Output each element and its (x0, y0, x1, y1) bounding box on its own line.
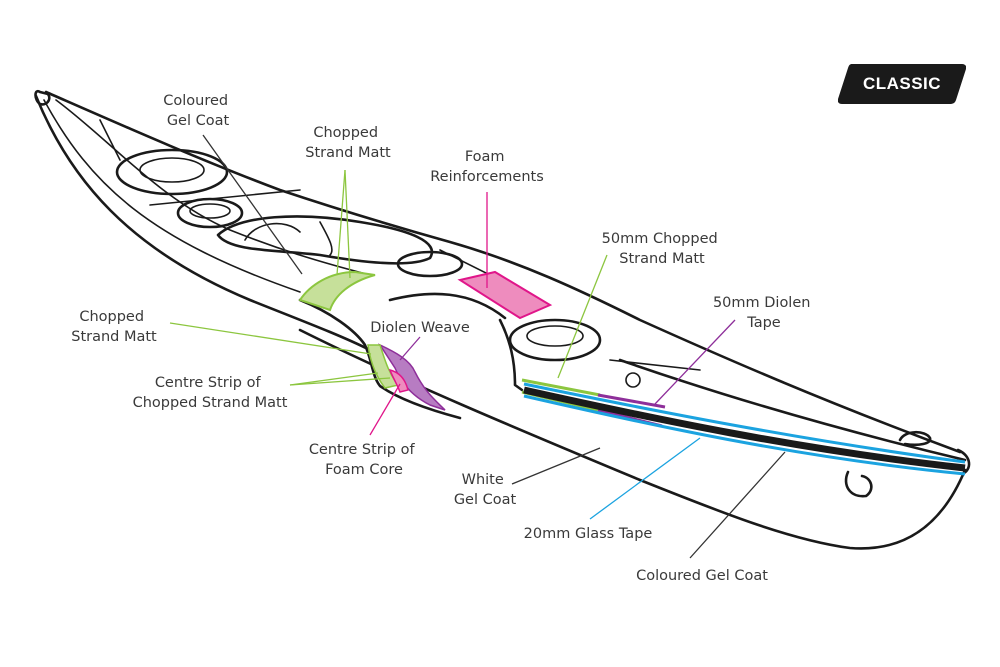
classic-badge-shape (838, 64, 966, 104)
rear-hatch-spokes (139, 157, 205, 183)
leader-csm-top-a (336, 169, 346, 276)
label-foam-reinforcements: Foam Reinforcements (430, 149, 544, 185)
leader-coloured-gel-coat-top (202, 134, 303, 275)
interior-bottom (388, 292, 507, 320)
bow-toggle (898, 430, 932, 447)
seat (244, 222, 301, 241)
front-hatch-spokes (526, 325, 584, 347)
round-hatch (396, 250, 464, 278)
deck-lines (99, 119, 701, 371)
leader-diolen-weave (399, 336, 421, 361)
leader-coloured-gel-coat-bottom (689, 451, 786, 559)
label-centre-strip-foam: Centre Strip of Foam Core (309, 442, 419, 478)
label-diolen-tape-50mm: 50mm Diolen Tape (713, 295, 815, 331)
leader-csm-50mm (557, 254, 608, 379)
label-csm-left: Chopped Strand Matt (71, 309, 157, 345)
leader-csm-top-b (344, 169, 351, 279)
leader-centre-csm-b (289, 377, 391, 386)
deck-edge-top (44, 90, 962, 454)
label-csm-top: Chopped Strand Matt (305, 125, 391, 161)
keel-diolen-strip (597, 393, 666, 409)
label-coloured-gel-coat-top: Coloured Gel Coat (163, 93, 232, 129)
leader-csm-left (169, 322, 372, 355)
labels: Coloured Gel Coat Chopped Strand Matt Fo… (71, 93, 815, 584)
csm-band-fill (298, 270, 376, 312)
kayak-hull (34, 89, 971, 550)
bow-top-edge (618, 358, 967, 462)
keel-glass-tape-top (523, 382, 966, 464)
cutaway-edge (298, 298, 462, 420)
cockpit-inner (319, 221, 333, 256)
bow-skeg-loop (844, 470, 873, 498)
keel-line-stern (34, 94, 372, 352)
leader-glass-tape-20mm (589, 437, 701, 520)
leader-lines (169, 134, 786, 559)
keel-gel-coat (523, 386, 966, 472)
foam-band-fill (457, 270, 553, 320)
compass-mount (625, 372, 641, 388)
deck-fittings (99, 119, 701, 388)
label-diolen-weave: Diolen Weave (370, 320, 470, 336)
label-white-gel-coat: White Gel Coat (454, 472, 517, 508)
leader-white-gel-coat (511, 447, 601, 485)
rear-hatch (115, 148, 229, 196)
hull-bottom-bow (298, 328, 967, 550)
cockpit-rim (216, 215, 434, 265)
front-hatch (508, 318, 602, 362)
leader-centre-csm-a (289, 372, 379, 386)
label-glass-tape-20mm: 20mm Glass Tape (524, 526, 653, 542)
cutaway-right (498, 318, 524, 392)
leader-diolen-tape-50mm (654, 319, 736, 405)
classic-badge-label: CLASSIC (862, 74, 942, 93)
label-centre-strip-csm: Centre Strip of Chopped Strand Matt (133, 375, 288, 411)
hull-inner-line (43, 99, 301, 293)
day-hatch-spokes (189, 203, 231, 219)
leader-centre-foam (369, 383, 401, 436)
label-csm-50mm: 50mm Chopped Strand Matt (602, 231, 723, 267)
layer-bands (298, 270, 966, 476)
keel-glass-tape-bottom (523, 394, 966, 476)
gunwale-line (55, 99, 371, 276)
label-coloured-gel-coat-bottom: Coloured Gel Coat (636, 568, 768, 584)
foam-core-fill (388, 368, 409, 393)
keel-csm-strip (521, 378, 601, 397)
